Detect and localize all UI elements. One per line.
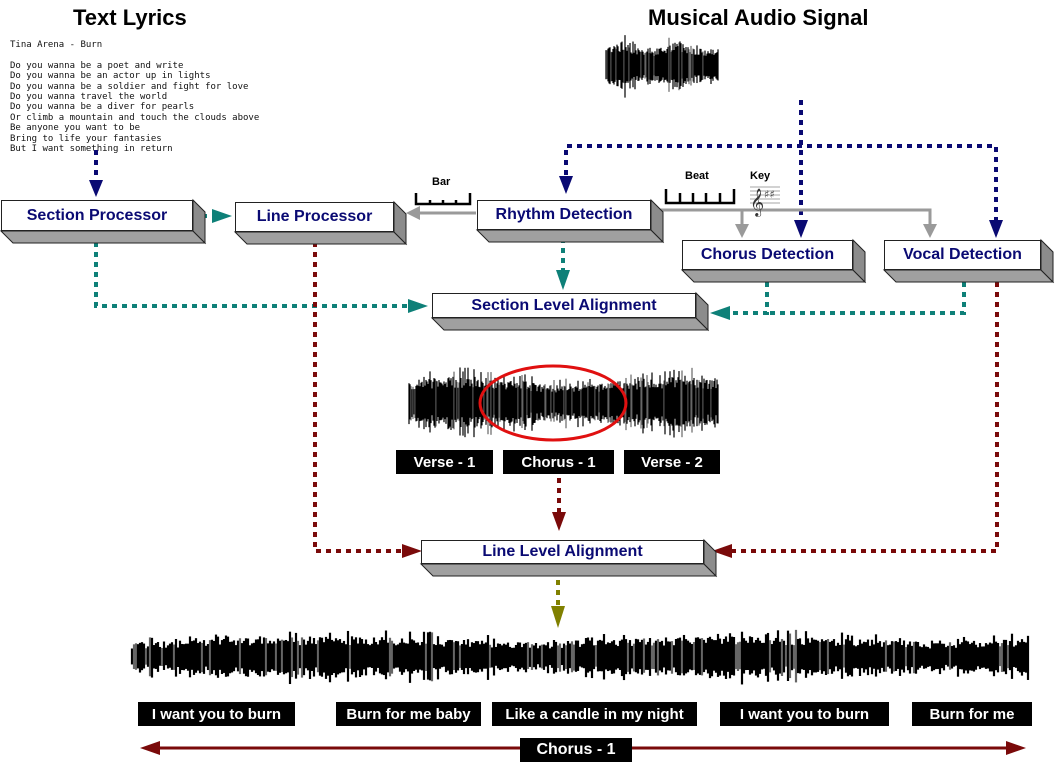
arrowhead-section-processor <box>89 180 103 197</box>
block-bevel-bottom <box>0 230 207 244</box>
line-processor-label: Line Processor <box>256 208 373 225</box>
rhythm-detection-block: Rhythm Detection <box>477 200 651 230</box>
chorus-span-label: Chorus - 1 <box>520 738 632 762</box>
teal-arrowheads <box>212 209 730 320</box>
bar-label: Bar <box>432 176 451 188</box>
beat-icon <box>664 189 736 205</box>
block-bevel-bottom <box>233 231 408 245</box>
block-bevel-side <box>703 538 717 578</box>
block-bevel-bottom <box>419 563 718 577</box>
section-label-verse-1: Verse - 1 <box>396 450 493 474</box>
audio-signal-title: Musical Audio Signal <box>648 5 869 30</box>
line-segment-label: Like a candle in my night <box>492 702 697 726</box>
line-level-alignment-block: Line Level Alignment <box>421 540 704 564</box>
arrowhead-vocal <box>989 220 1003 238</box>
vocal-detection-label: Vocal Detection <box>903 246 1022 263</box>
block-bevel-side <box>192 198 206 245</box>
beat-label: Beat <box>685 170 709 182</box>
chorus-detection-label: Chorus Detection <box>700 246 835 263</box>
gray-connectors <box>420 208 932 226</box>
block-bevel-bottom <box>882 269 1055 283</box>
chorus-highlight-ellipse <box>478 364 628 442</box>
key-label: Key <box>750 170 771 182</box>
arrowhead-chorus <box>794 220 808 238</box>
line-segment-label: I want you to burn <box>138 702 295 726</box>
section-processor-label: Section Processor <box>26 206 168 224</box>
block-bevel-bottom <box>680 269 867 283</box>
block-bevel-side <box>695 291 709 332</box>
chorus-detection-block: Chorus Detection <box>682 240 853 270</box>
text-lyrics-title: Text Lyrics <box>73 5 187 30</box>
block-bevel-side <box>852 238 866 284</box>
section-label-chorus-1: Chorus - 1 <box>503 450 614 474</box>
navy-arrowheads <box>89 176 1003 238</box>
vocal-detection-block: Vocal Detection <box>884 240 1041 270</box>
svg-text:𝄞: 𝄞 <box>750 188 764 217</box>
gray-arrowheads <box>406 206 937 238</box>
svg-text:♯♯: ♯♯ <box>764 188 775 201</box>
audio-waveform-top <box>605 35 719 98</box>
block-bevel-side <box>393 200 407 246</box>
line-segment-label: I want you to burn <box>720 702 889 726</box>
line-alignment-label: Line Level Alignment <box>482 543 643 560</box>
key-signature-icon: 𝄞 ♯♯ <box>750 186 780 217</box>
navy-dotted-connectors <box>94 100 998 230</box>
line-processor-block: Line Processor <box>235 202 394 232</box>
section-level-alignment-block: Section Level Alignment <box>432 293 696 318</box>
block-bevel-bottom <box>430 317 710 331</box>
olive-arrowhead <box>551 606 565 628</box>
maroon-arrowheads <box>402 512 732 558</box>
line-segment-label: Burn for me baby <box>336 702 481 726</box>
span-arrow-right <box>1006 741 1026 755</box>
span-arrow-left <box>140 741 160 755</box>
section-label-verse-2: Verse - 2 <box>624 450 720 474</box>
audio-waveform-bottom <box>130 629 1030 685</box>
section-alignment-label: Section Level Alignment <box>471 296 657 314</box>
section-processor-block: Section Processor <box>1 200 193 231</box>
line-segment-label: Burn for me <box>912 702 1032 726</box>
audio-to-rhythm-vocal-line <box>564 144 998 230</box>
block-bevel-side <box>1040 238 1054 284</box>
bar-icon <box>414 193 472 206</box>
rhythm-detection-label: Rhythm Detection <box>495 206 633 223</box>
block-bevel-side <box>650 198 664 244</box>
lyrics-text: Tina Arena - Burn Do you wanna be a poet… <box>10 40 260 155</box>
arrowhead-rhythm <box>559 176 573 194</box>
block-bevel-bottom <box>475 229 665 243</box>
